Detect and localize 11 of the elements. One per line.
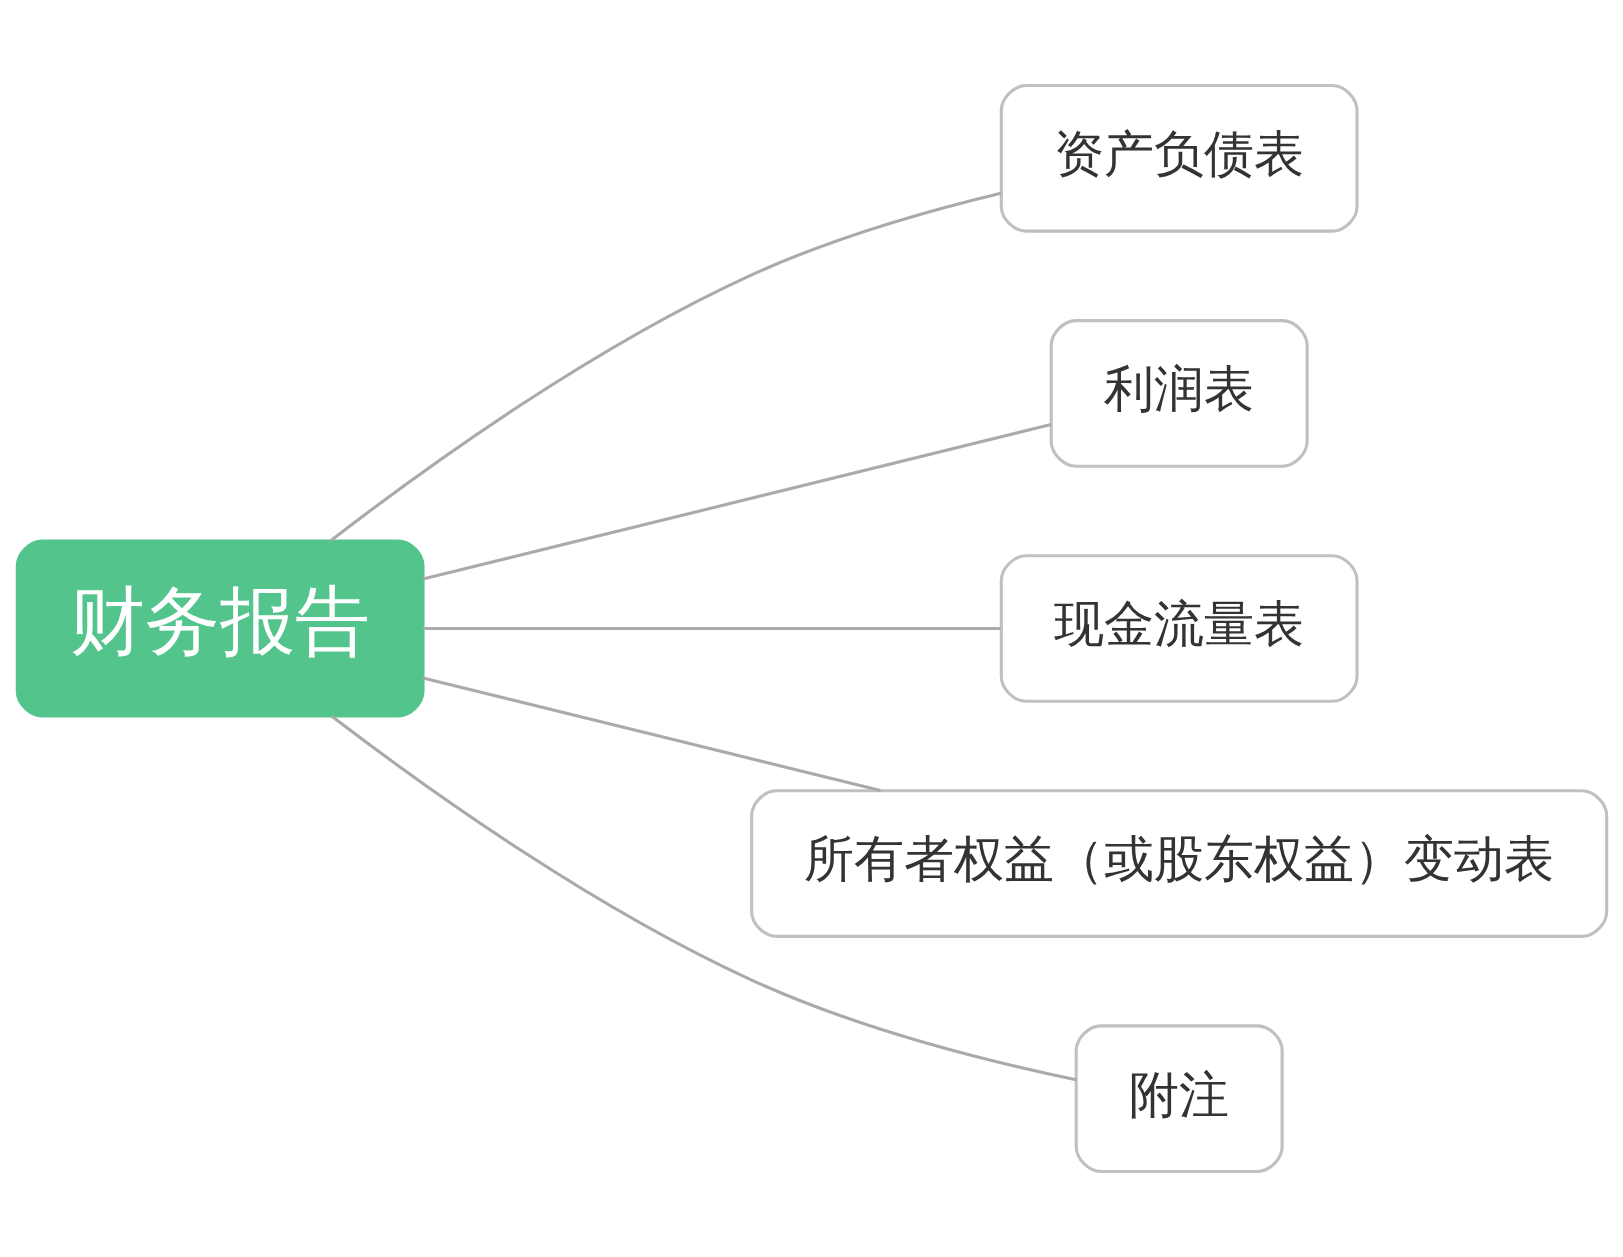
connector	[422, 676, 881, 793]
node-box: 现金流量表	[999, 554, 1359, 703]
node-box: 利润表	[1049, 319, 1309, 468]
node-box: 所有者权益（或股东权益）变动表	[749, 789, 1608, 938]
connector	[330, 715, 1076, 1082]
connector	[422, 626, 1001, 631]
node-box: 附注	[1074, 1024, 1284, 1173]
connector	[422, 422, 1051, 581]
connector	[329, 191, 1001, 542]
node-box: 财务报告	[15, 539, 425, 718]
node-box: 资产负债表	[999, 84, 1359, 233]
